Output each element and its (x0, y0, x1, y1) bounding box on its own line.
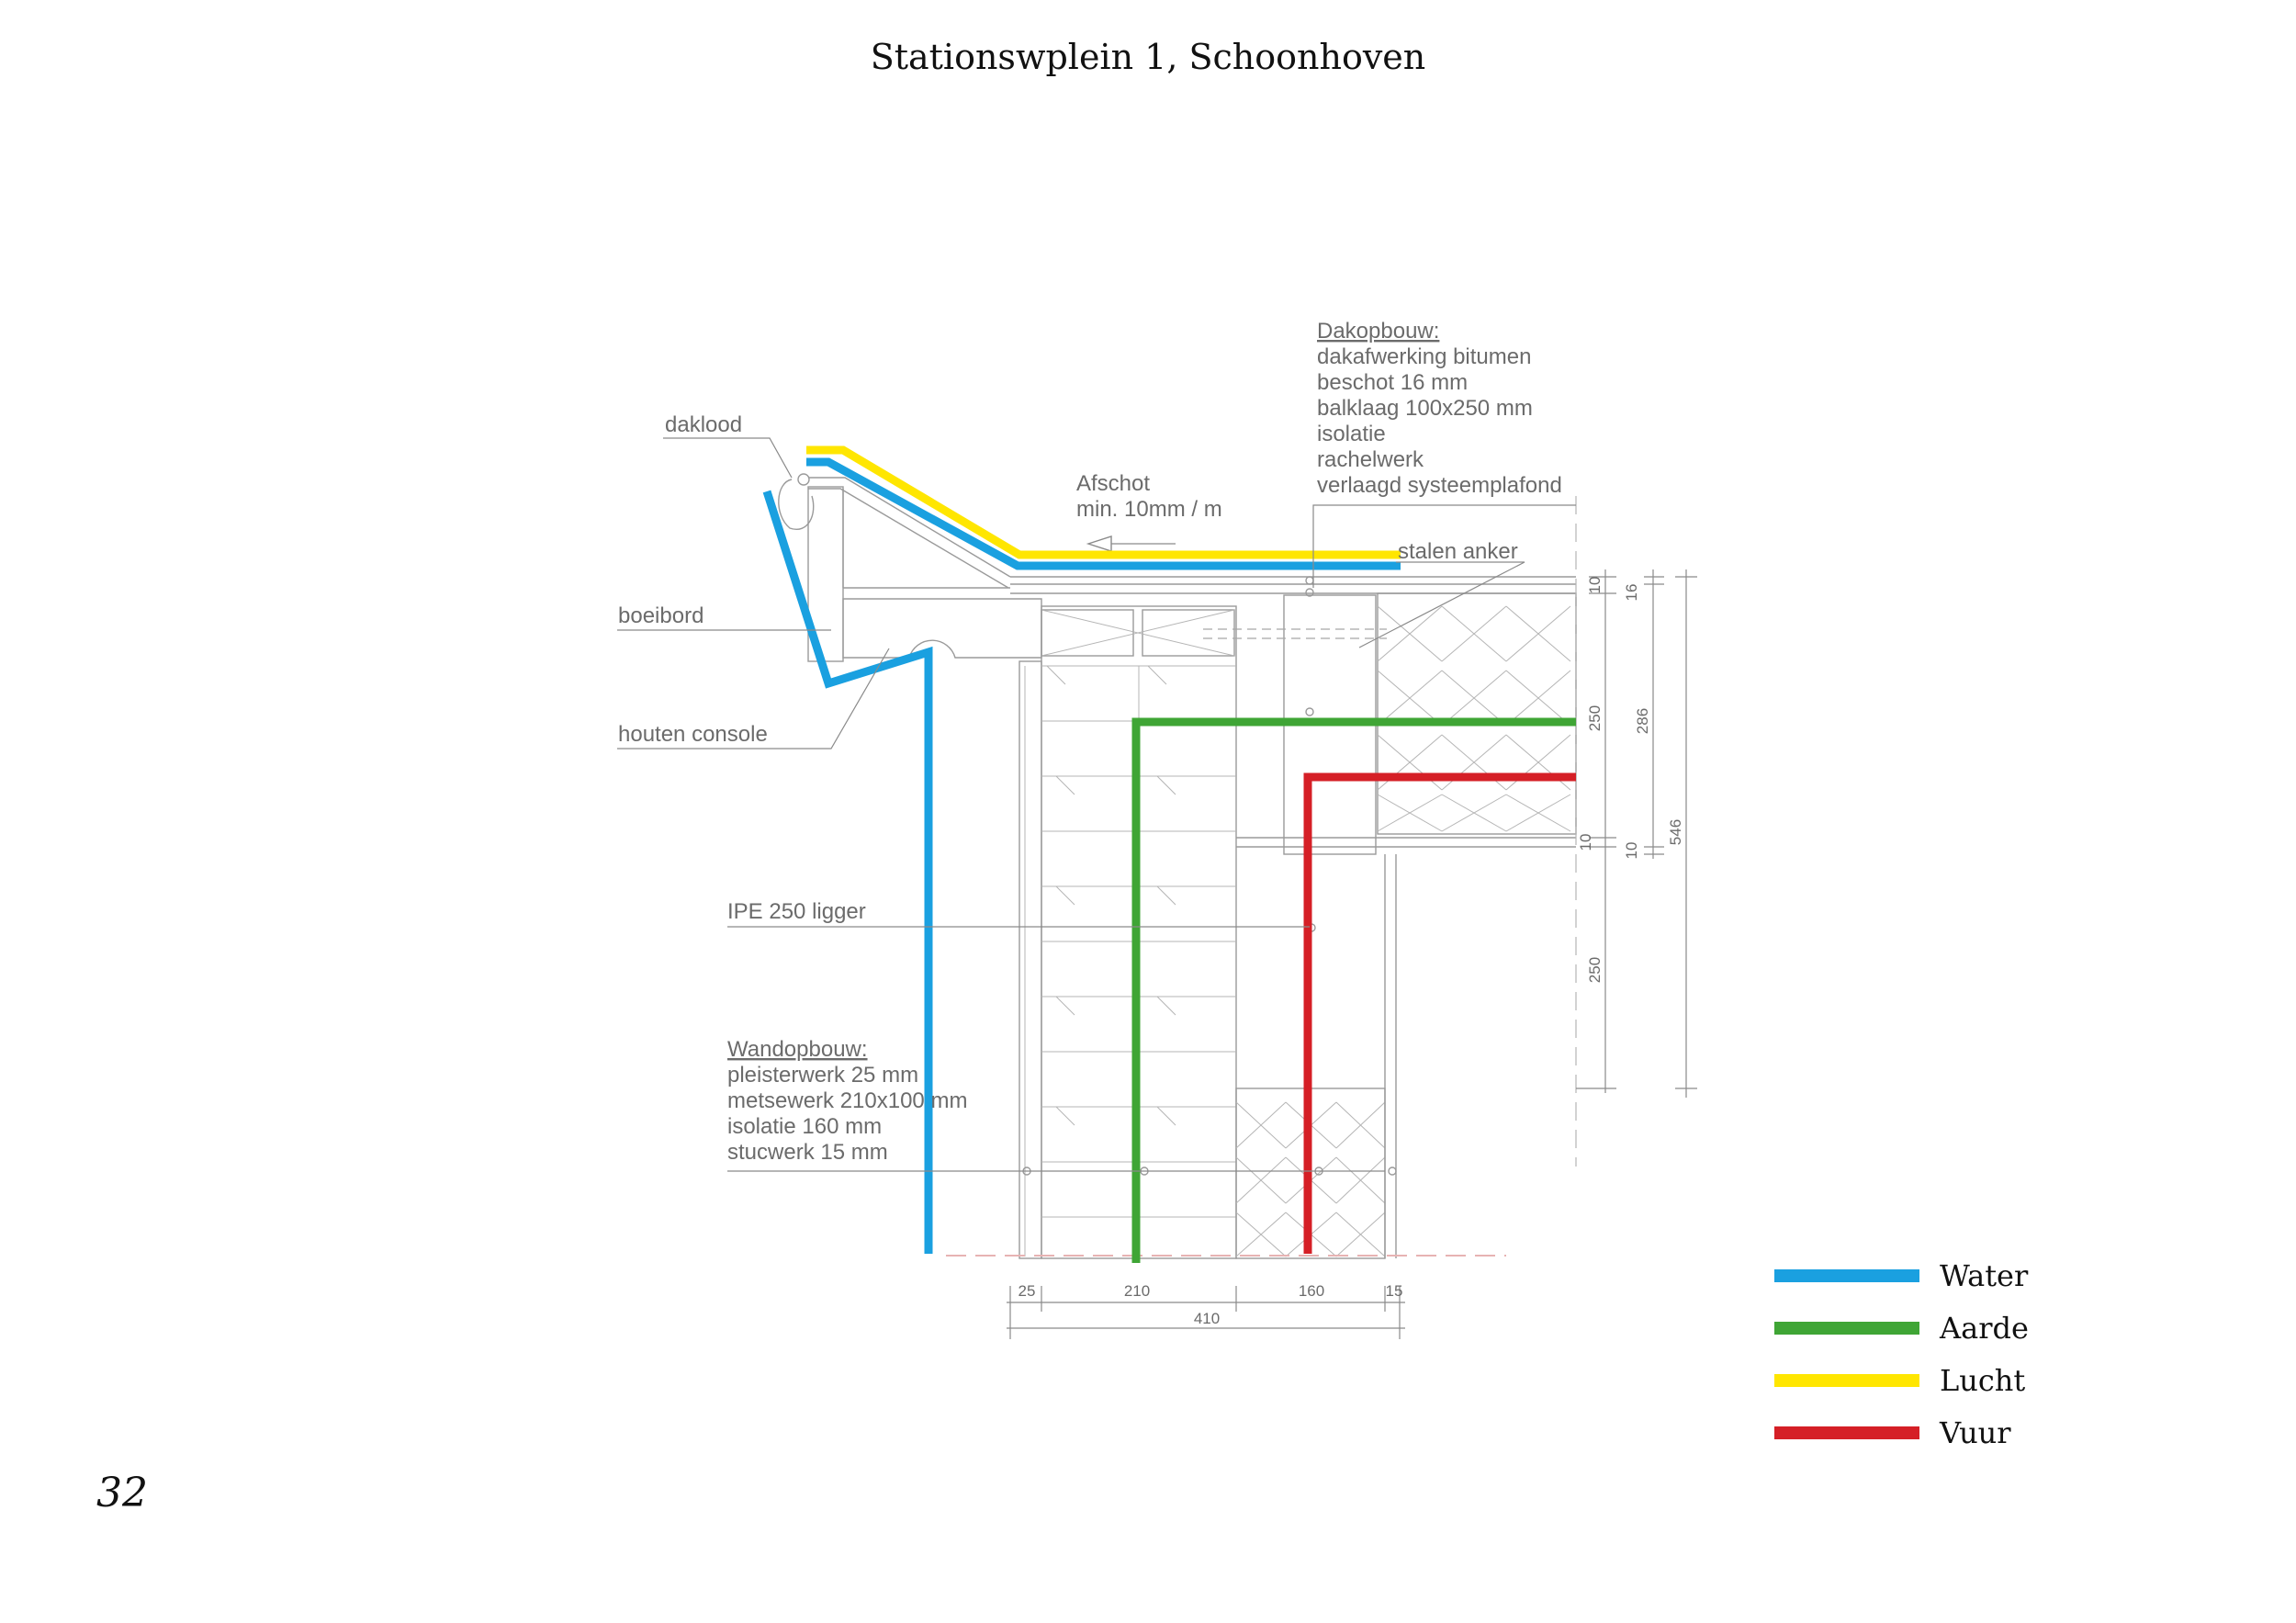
dakopbouw-line: balklaag 100x250 mm (1317, 396, 1533, 421)
wandopbouw-line: isolatie 160 mm (727, 1114, 882, 1139)
dim-right-mid: 10 (1623, 842, 1640, 860)
element-lines (762, 445, 1576, 1263)
label-afschot-value: min. 10mm / m (1076, 497, 1222, 522)
label-daklood: daklood (665, 412, 742, 437)
dakopbouw-line: beschot 16 mm (1317, 370, 1468, 395)
wandopbouw-line: metsewerk 210x100 mm (727, 1088, 967, 1113)
label-ipe-ligger: IPE 250 ligger (727, 899, 866, 924)
dakopbouw-line: dakafwerking bitumen (1317, 344, 1531, 369)
legend-label-water: Water (1940, 1258, 2029, 1293)
dakopbouw-heading: Dakopbouw: (1317, 319, 1439, 344)
dim-right-outer: 546 (1667, 819, 1684, 845)
dim-right-inner: 250 (1586, 705, 1604, 731)
label-afschot: Afschot (1076, 471, 1150, 496)
label-houten-console: houten console (618, 722, 768, 747)
dim-bottom: 210 (1124, 1282, 1150, 1300)
wandopbouw-heading: Wandopbouw: (727, 1037, 868, 1062)
dim-right-inner: 10 (1586, 577, 1604, 594)
lucht-line-roof (806, 445, 1401, 559)
aarde-line (1131, 717, 1576, 1263)
dakopbouw-line: isolatie (1317, 422, 1386, 446)
dim-right-inner: 250 (1586, 957, 1604, 983)
annotation-labels: daklood boeibord houten console IPE 250 … (618, 319, 1562, 1165)
dim-bottom-total: 410 (1194, 1310, 1220, 1327)
dim-bottom: 25 (1019, 1282, 1036, 1300)
dim-right-mid: 16 (1623, 584, 1640, 602)
wandopbouw-line: pleisterwerk 25 mm (727, 1063, 918, 1088)
dim-bottom: 15 (1386, 1282, 1403, 1300)
legend-label-lucht: Lucht (1940, 1363, 2025, 1398)
dakopbouw-line: verlaagd systeemplafond (1317, 473, 1562, 498)
legend: Water Aarde Lucht Vuur (1774, 1258, 2029, 1450)
dim-bottom: 160 (1299, 1282, 1324, 1300)
leader-lines (617, 437, 1576, 1172)
roof-structure (778, 473, 1577, 1176)
dimension-lines: 25 210 160 15 410 10 250 10 250 16 286 1… (1007, 569, 1697, 1339)
wandopbouw-line: stucwerk 15 mm (727, 1140, 888, 1165)
vuur-line (1303, 772, 1576, 1254)
label-stalen-anker: stalen anker (1398, 539, 1518, 564)
dakopbouw-line: rachelwerk (1317, 447, 1424, 472)
legend-label-vuur: Vuur (1939, 1415, 2011, 1450)
dim-right-inner: 10 (1577, 834, 1594, 851)
water-line-roof (806, 457, 1401, 570)
page-title: Stationswplein 1, Schoonhoven (870, 37, 1426, 77)
page-number: 32 (96, 1470, 148, 1516)
roof-insulation-hatch (1377, 605, 1571, 832)
legend-label-aarde: Aarde (1939, 1311, 2029, 1346)
label-boeibord: boeibord (618, 603, 703, 628)
dim-right-mid: 286 (1634, 708, 1651, 734)
